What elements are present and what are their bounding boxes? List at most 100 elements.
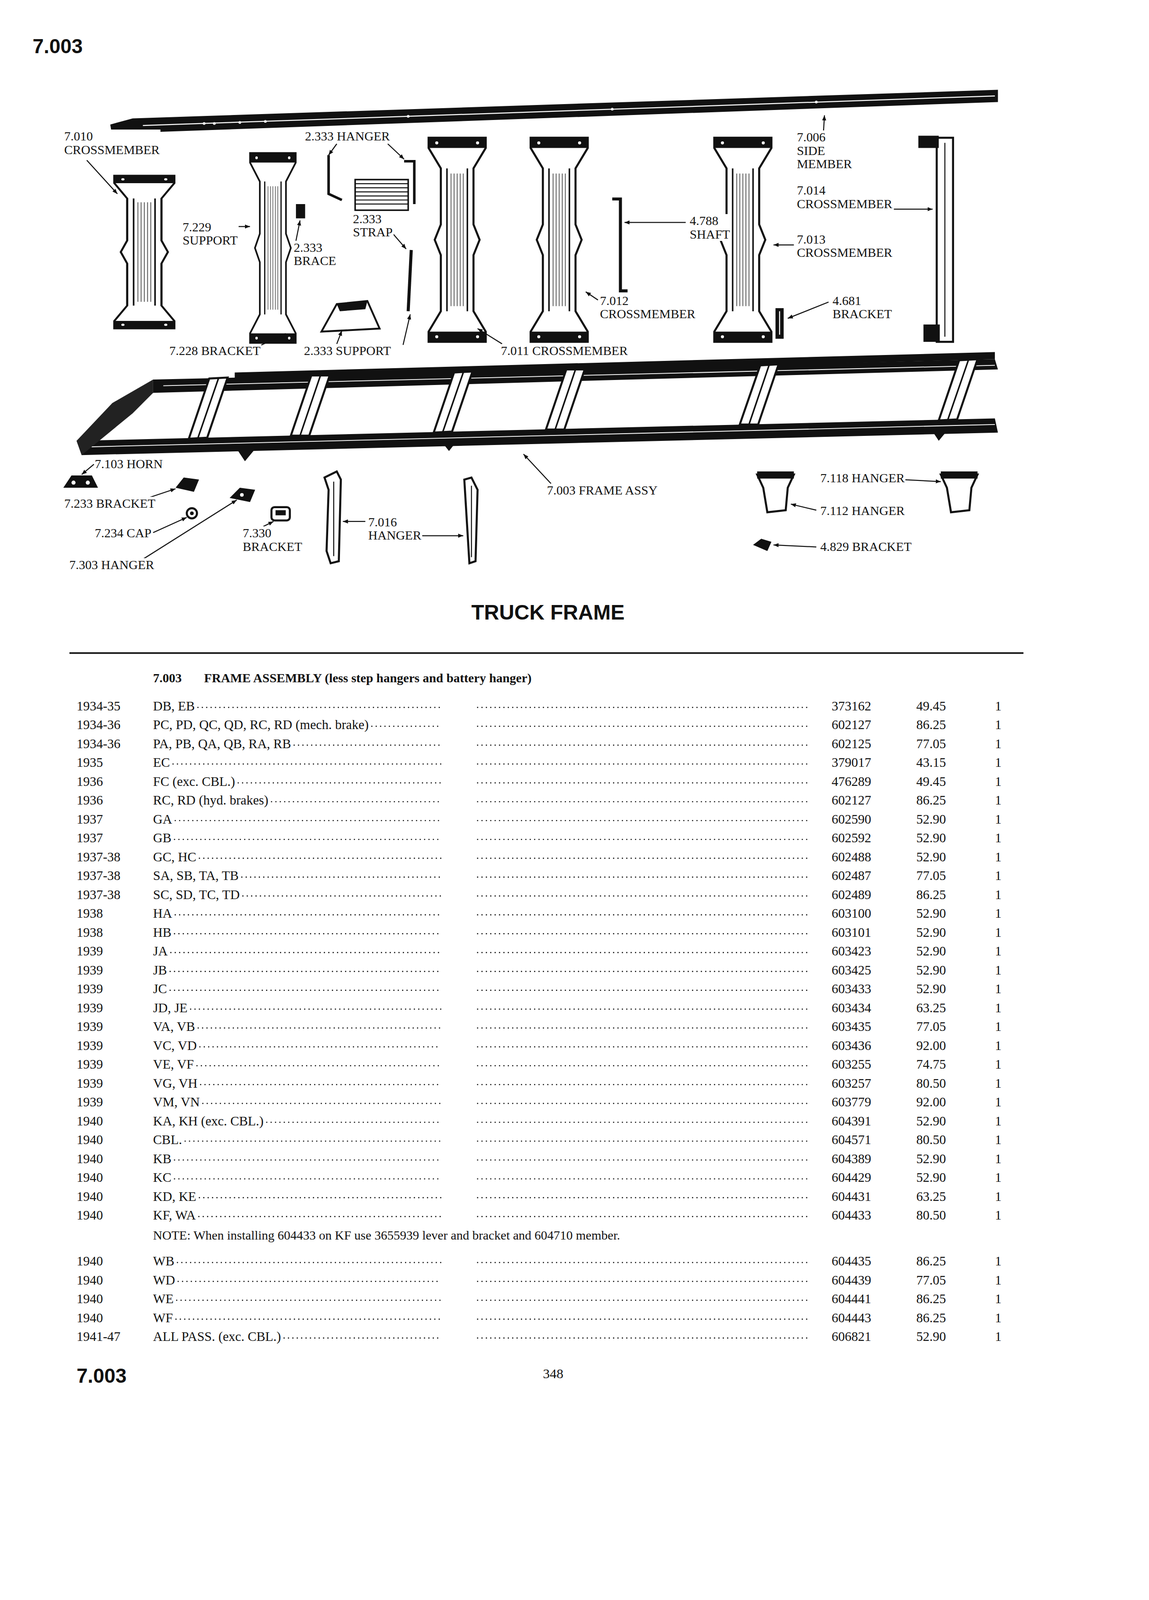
part-number-cell: 602127 — [831, 793, 872, 807]
drawing-part — [940, 474, 978, 513]
dot-leader — [266, 1121, 441, 1124]
drawing-part — [175, 477, 200, 492]
page-title: TRUCK FRAME — [471, 599, 625, 625]
callout-label: 2.333 BRACE — [292, 240, 337, 268]
part-number-cell: 604571 — [831, 1132, 872, 1147]
quantity-cell: 1 — [994, 1170, 1002, 1184]
dot-leader — [477, 933, 809, 935]
quantity-cell: 1 — [994, 1019, 1002, 1034]
quantity-cell: 1 — [994, 717, 1002, 732]
price-cell: 86.25 — [916, 1253, 946, 1268]
part-number-cell: 604389 — [831, 1151, 872, 1166]
drawing-part — [779, 311, 780, 335]
price-cell: 52.90 — [916, 944, 946, 958]
loose-parts — [63, 471, 978, 564]
price-cell: 86.25 — [916, 1291, 946, 1306]
drawing-part — [940, 471, 978, 479]
quantity-cell: 1 — [994, 1189, 1002, 1204]
quantity-cell: 1 — [994, 699, 1002, 713]
dot-leader — [477, 857, 809, 860]
model-cell: VE, VF — [153, 1057, 195, 1071]
drawing-part — [354, 195, 409, 197]
year-cell: 1938 — [76, 925, 103, 940]
drawing-part — [86, 159, 118, 194]
model-cell: WF — [153, 1310, 174, 1325]
price-cell: 52.90 — [916, 906, 946, 920]
drawing-part — [239, 493, 244, 497]
dot-leader — [477, 895, 809, 897]
dot-leader — [477, 1197, 809, 1199]
model-cell: CBL. — [153, 1132, 183, 1147]
drawing-part — [342, 520, 365, 522]
dot-leader — [477, 1008, 809, 1010]
drawing-part — [76, 418, 998, 455]
quantity-cell: 1 — [994, 736, 1002, 751]
drawing-part — [264, 119, 267, 123]
price-cell: 86.25 — [916, 1310, 946, 1325]
price-cell: 77.05 — [916, 868, 946, 883]
part-number-cell: 602125 — [831, 736, 872, 751]
part-number-cell: 603435 — [831, 1019, 872, 1034]
drawing-part — [188, 377, 228, 440]
part-number-cell: 602489 — [831, 887, 872, 902]
callout-label: 7.118 HANGER — [819, 471, 906, 485]
model-cell: GA — [153, 812, 173, 826]
year-cell: 1939 — [76, 1094, 103, 1109]
part-number-cell: 604433 — [831, 1208, 872, 1222]
year-cell: 1937-38 — [76, 887, 121, 902]
year-cell: 1936 — [76, 793, 103, 807]
model-cell: KA, KH (exc. CBL.) — [153, 1114, 264, 1128]
drawing-part — [408, 249, 412, 312]
year-cell: 1941-47 — [76, 1329, 121, 1344]
year-cell: 1934-35 — [76, 699, 121, 713]
dot-leader — [241, 876, 441, 878]
year-cell: 1937 — [76, 830, 103, 845]
drawing-part — [948, 359, 969, 420]
dot-leader — [477, 1159, 809, 1161]
drawing-part — [189, 511, 194, 515]
callout-label: 7.303 HANGER — [68, 558, 155, 572]
callout-label: 7.016 HANGER — [367, 515, 423, 543]
drawing-part — [229, 487, 255, 502]
drawing-part — [63, 475, 98, 488]
model-cell: PC, PD, QC, QD, RC, RD (mech. brake) — [153, 717, 369, 732]
drawing-part — [938, 359, 978, 421]
drawing-part — [757, 474, 795, 513]
dot-leader — [177, 1261, 441, 1264]
year-cell: 1939 — [76, 1038, 103, 1053]
drawing-part — [902, 479, 941, 482]
callout-label: 7.228 BRACKET — [168, 344, 262, 358]
drawing-part — [464, 477, 478, 564]
model-cell: WB — [153, 1253, 175, 1268]
model-cell: KC — [153, 1170, 172, 1184]
drawing-part — [328, 144, 337, 156]
drawing-part — [923, 324, 940, 342]
price-cell: 80.50 — [916, 1208, 946, 1222]
drawing-part — [739, 364, 779, 425]
drawing-part — [420, 534, 464, 536]
drawing-part — [624, 221, 686, 223]
quantity-cell: 1 — [994, 1291, 1002, 1306]
year-cell: 1937 — [76, 812, 103, 826]
model-cell: HA — [153, 906, 173, 920]
dot-leader — [477, 1027, 809, 1029]
drawing-part — [530, 137, 588, 342]
year-cell: 1940 — [76, 1114, 103, 1128]
quantity-cell: 1 — [994, 981, 1002, 996]
part-number-cell: 476289 — [831, 774, 872, 789]
small-parts — [295, 154, 784, 339]
part-number-cell: 604441 — [831, 1291, 872, 1306]
model-cell: SC, SD, TC, TD — [153, 887, 240, 902]
quantity-cell: 1 — [994, 1114, 1002, 1128]
drawing-part — [787, 301, 829, 319]
model-cell: KF, WA — [153, 1208, 196, 1222]
price-cell: 52.90 — [916, 830, 946, 845]
quantity-cell: 1 — [994, 868, 1002, 883]
drawing-part — [275, 509, 286, 515]
callout-label: 7.010 CROSSMEMBER — [63, 129, 161, 157]
dot-leader — [175, 1318, 441, 1320]
drawing-part — [610, 107, 614, 111]
section-number: 7.003 — [32, 35, 83, 57]
quantity-cell: 1 — [994, 1076, 1002, 1090]
part-number-cell: 602592 — [831, 830, 872, 845]
